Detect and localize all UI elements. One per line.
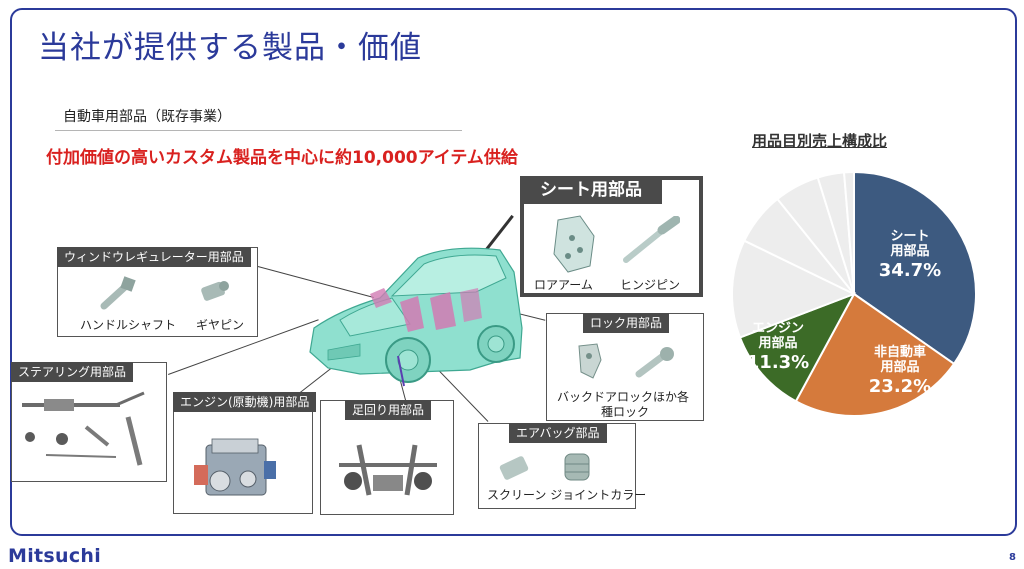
suspension-diagram [339, 444, 437, 496]
screen-joint-collar-label: スクリーン ジョイントカラー [487, 488, 647, 502]
steering-parts-title: ステアリング用部品 [11, 362, 134, 382]
gear-pin-image [201, 281, 229, 301]
company-logo: Mitsuchi [8, 545, 102, 567]
hinge-pin-image [623, 216, 680, 263]
engine-diagram [194, 438, 276, 496]
lock-pin-image [635, 347, 674, 378]
subtitle-divider [55, 130, 462, 131]
backdoor-lock-label-1: バックドアロックほか各 [557, 390, 690, 404]
lower-arm-label: ロアアーム [534, 278, 593, 292]
airbag-parts-title: エアバッグ部品 [509, 423, 607, 443]
steering-parts-box: ステアリング用部品 [11, 362, 167, 482]
headline: 付加価値の高いカスタム製品を中心に約10,000アイテム供給 [46, 148, 518, 168]
car-illustration [309, 247, 523, 387]
lower-arm-image [553, 215, 595, 273]
pie-slice-7 [842, 170, 855, 295]
suspension-parts-box: 足回り用部品 [320, 400, 454, 515]
suspension-parts-title: 足回り用部品 [345, 400, 432, 420]
pie-slice-1 [794, 292, 956, 417]
airbag-parts-box: エアバッグ部品 スクリーン ジョイントカラー [478, 423, 646, 509]
chart-title: 用品目別売上構成比 [752, 132, 888, 150]
backdoor-lock-label-2: 種ロック [601, 405, 650, 419]
handle-shaft-image [100, 276, 136, 310]
handle-shaft-label: ハンドルシャフト [80, 318, 177, 332]
page-number: 8 [1009, 552, 1016, 563]
screen-image [499, 456, 529, 480]
engine-parts-box: エンジン(原動機)用部品 [173, 392, 317, 514]
lock-parts-title: ロック用部品 [583, 313, 670, 333]
section-subtitle: 自動車用部品（既存事業） [63, 109, 231, 125]
slide-title: 当社が提供する製品・価値 [38, 30, 422, 66]
pie-slice-2 [738, 292, 857, 403]
joint-collar-image [564, 453, 590, 481]
seat-parts-box: シート用部品 ロアアーム ヒンジピン [520, 176, 703, 297]
steering-diagram [22, 391, 145, 466]
lock-parts-box: ロック用部品 バックドアロックほか各 種ロック [546, 313, 704, 421]
window-regulator-box: ウィンドウレギュレーター用部品 ハンドルシャフト ギヤピン [57, 247, 258, 337]
engine-parts-title: エンジン(原動機)用部品 [173, 392, 317, 412]
pie-slice-3 [731, 239, 857, 339]
seat-parts-title: シート用部品 [520, 176, 662, 204]
backdoor-lock-image [578, 343, 602, 379]
window-regulator-title: ウィンドウレギュレーター用部品 [57, 247, 251, 267]
pie-slice-0 [853, 170, 977, 366]
hinge-pin-label: ヒンジピン [620, 278, 681, 292]
gear-pin-label: ギヤピン [196, 318, 245, 332]
